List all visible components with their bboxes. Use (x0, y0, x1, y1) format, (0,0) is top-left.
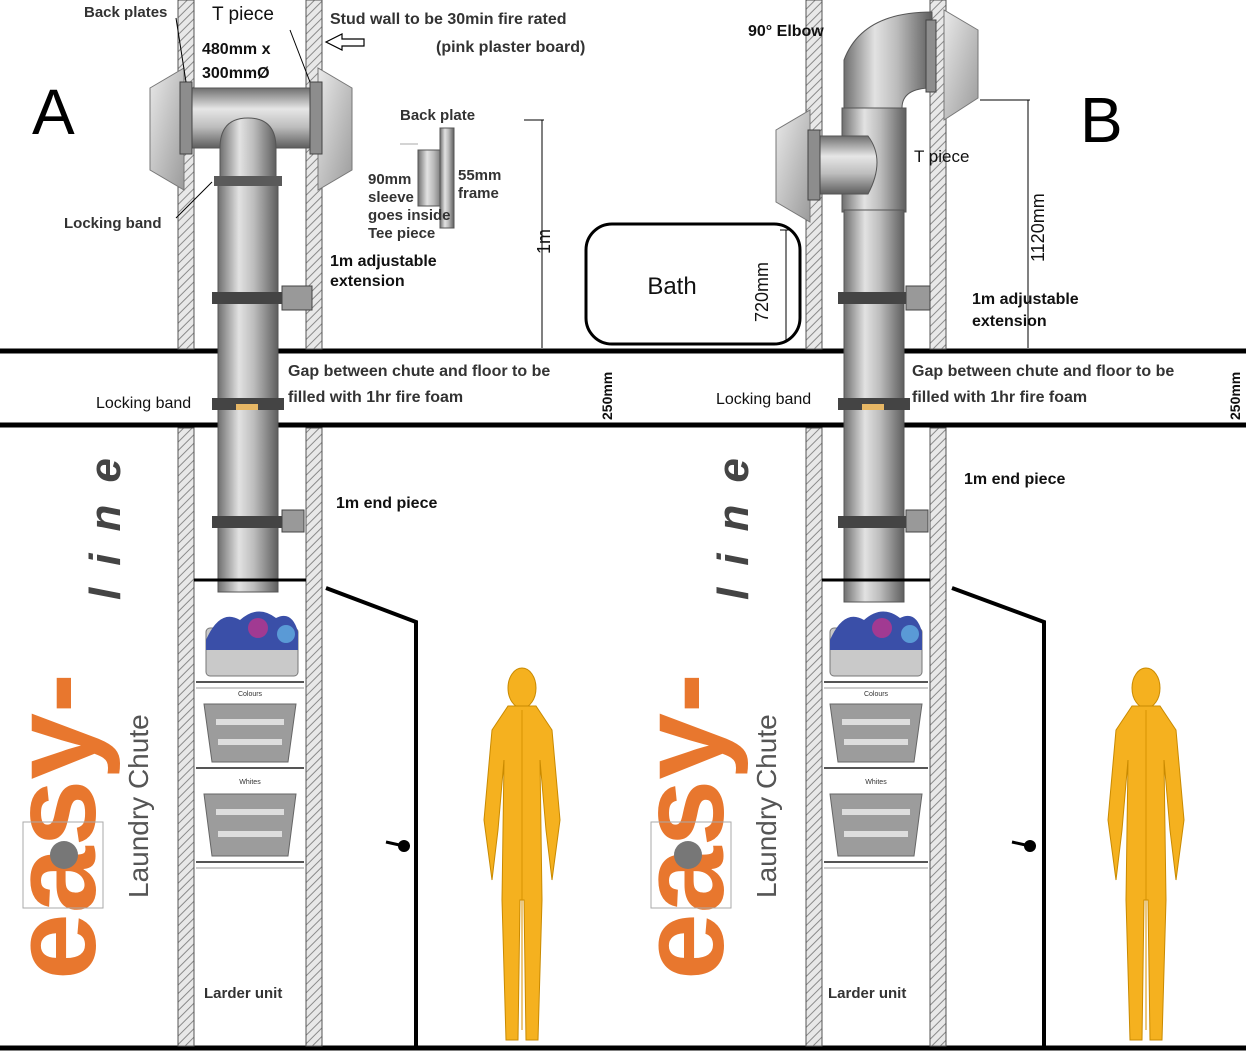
logo-product-text-b: Laundry Chute (751, 714, 782, 898)
back-plate-detail (400, 127, 455, 229)
extension-label-b-1: 1m adjustable (972, 291, 1079, 308)
gap-label-b-2: filled with 1hr fire foam (912, 389, 1087, 406)
chute-pipe-a (217, 181, 279, 593)
letter-b: B (1080, 84, 1123, 156)
end-piece-label-a: 1m end piece (336, 495, 437, 512)
back-plate-right-b (943, 9, 979, 121)
svg-text:Colours: Colours (864, 691, 889, 698)
easy-line-logo-a: easy- line Laundry Chute (0, 436, 160, 1020)
gap-label-1: Gap between chute and floor to be (288, 363, 550, 380)
larder-unit-b: Colours Whites (822, 578, 930, 869)
stud-wall-label-1: Stud wall to be 30min fire rated (330, 11, 567, 28)
easy-line-logo-b: easy- line Laundry Chute (615, 436, 788, 1020)
bath: Bath 720mm (584, 222, 802, 346)
sleeve-label-1: 90mm (368, 171, 411, 188)
chute-b (775, 9, 979, 603)
bath-label: Bath (647, 273, 696, 300)
gap-label-b-1: Gap between chute and floor to be (912, 363, 1174, 380)
door-b (951, 586, 1046, 1046)
extension-label-2: extension (330, 273, 405, 290)
back-plates-label: Back plates (84, 4, 167, 21)
labels-b: B 90° Elbow T piece 1m adjustable extens… (716, 23, 1243, 1002)
back-plate-label: Back plate (400, 107, 475, 124)
extension-label-b-2: extension (972, 313, 1047, 330)
labels-a: A Back plates T piece 480mm x 300mmØ Stu… (32, 4, 615, 1002)
sleeve-label-2: sleeve (368, 189, 414, 206)
person-figure-a (483, 667, 561, 1041)
dimension-1m-a: 1m (524, 119, 554, 348)
basket-colours: Colours (203, 691, 297, 763)
dimension-1120-label: 1120mm (1028, 193, 1048, 262)
gap-label-2: filled with 1hr fire foam (288, 389, 463, 406)
locking-band-floor-label: Locking band (96, 395, 191, 412)
basket-whites: Whites (203, 779, 297, 857)
svg-text:Colours: Colours (238, 691, 263, 698)
back-plate-right-a (317, 67, 353, 191)
logo-product-text: Laundry Chute (123, 714, 154, 898)
t-piece-label-b: T piece (914, 147, 969, 166)
locking-band-floor-label-b: Locking band (716, 391, 811, 408)
logo-line-text-b: line (709, 436, 758, 600)
larder-label-a: Larder unit (204, 985, 282, 1002)
extension-label-1: 1m adjustable (330, 253, 437, 270)
logo-brand-text: easy- (0, 673, 121, 980)
t-piece-dims-2: 300mmØ (202, 65, 270, 82)
door-a (325, 586, 418, 1046)
dimension-1120-b: 1120mm (980, 99, 1048, 348)
basket-colours-b: Colours (829, 691, 923, 763)
logo-line-text: line (81, 436, 130, 600)
larder-unit-a: Colours Whites (194, 578, 306, 869)
frame-label-2: frame (458, 185, 499, 202)
frame-label-1: 55mm (458, 167, 501, 184)
person-figure-b (1107, 667, 1185, 1041)
chute-a (149, 67, 353, 593)
sleeve-label-3: goes inside (368, 207, 451, 224)
svg-text:Whites: Whites (239, 779, 261, 786)
leader-lines (175, 17, 311, 219)
svg-text:Whites: Whites (865, 779, 887, 786)
end-piece-label-b: 1m end piece (964, 471, 1065, 488)
back-plate-left-a (149, 67, 185, 191)
floor-slab (0, 348, 1246, 1051)
sleeve-label-4: Tee piece (368, 225, 435, 242)
t-piece-dims-1: 480mm x (202, 41, 271, 58)
larder-label-b: Larder unit (828, 985, 906, 1002)
floor-depth-label-b: 250mm (1227, 372, 1243, 420)
back-plate-left-b (775, 109, 811, 223)
stud-wall-label-2: (pink plaster board) (436, 39, 585, 56)
wall-arrow (324, 33, 365, 51)
basket-whites-b: Whites (829, 779, 923, 857)
locking-band-top-label: Locking band (64, 215, 162, 232)
floor-depth-label-a: 250mm (599, 372, 615, 420)
elbow-label: 90° Elbow (748, 23, 824, 40)
dimension-1m-label: 1m (534, 229, 554, 254)
bath-height-label: 720mm (752, 262, 772, 322)
t-piece-label-a: T piece (212, 4, 274, 25)
logo-brand-text-b: easy- (615, 673, 749, 980)
letter-a: A (32, 76, 75, 148)
